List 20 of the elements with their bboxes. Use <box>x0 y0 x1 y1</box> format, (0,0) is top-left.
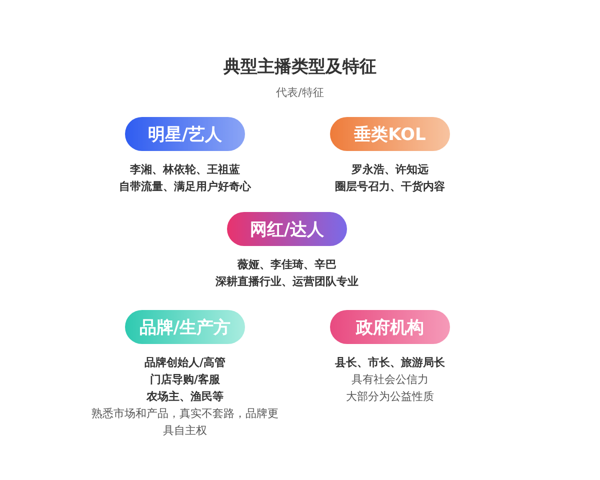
representative-text: 自带流量、满足用户好奇心 <box>118 179 252 195</box>
category-pill: 政府机构 <box>330 310 450 344</box>
representative-text: 深耕直播行业、运营团队专业 <box>214 274 360 290</box>
representative-text: 品牌创始人/高管 <box>143 355 227 371</box>
representative-text: 门店导购/客服 <box>148 372 222 388</box>
representative-text: 县长、市长、旅游局长 <box>334 355 446 371</box>
category-pill: 网红/达人 <box>227 212 347 246</box>
title: 典型主播类型及特征 <box>222 56 378 78</box>
representative-text: 圈层号召力、干货内容 <box>334 179 446 195</box>
category-pill: 明星/艺人 <box>125 117 245 151</box>
category-pill: 品牌/生产方 <box>125 310 245 344</box>
representative-text: 农场主、渔民等 <box>146 389 224 405</box>
representative-text: 李湘、林依轮、王祖蓝 <box>129 162 241 178</box>
category-pill: 垂类KOL <box>330 117 450 151</box>
representative-text: 薇娅、李佳琦、辛巴 <box>236 257 338 273</box>
representative-text: 罗永浩、许知远 <box>350 162 430 178</box>
feature-text: 具有社会公信力 <box>350 372 430 388</box>
feature-text: 熟悉市场和产品，真实不套路，品牌更具自主权 <box>90 406 280 439</box>
feature-text: 大部分为公益性质 <box>345 389 435 405</box>
subtitle: 代表/特征 <box>275 85 325 100</box>
